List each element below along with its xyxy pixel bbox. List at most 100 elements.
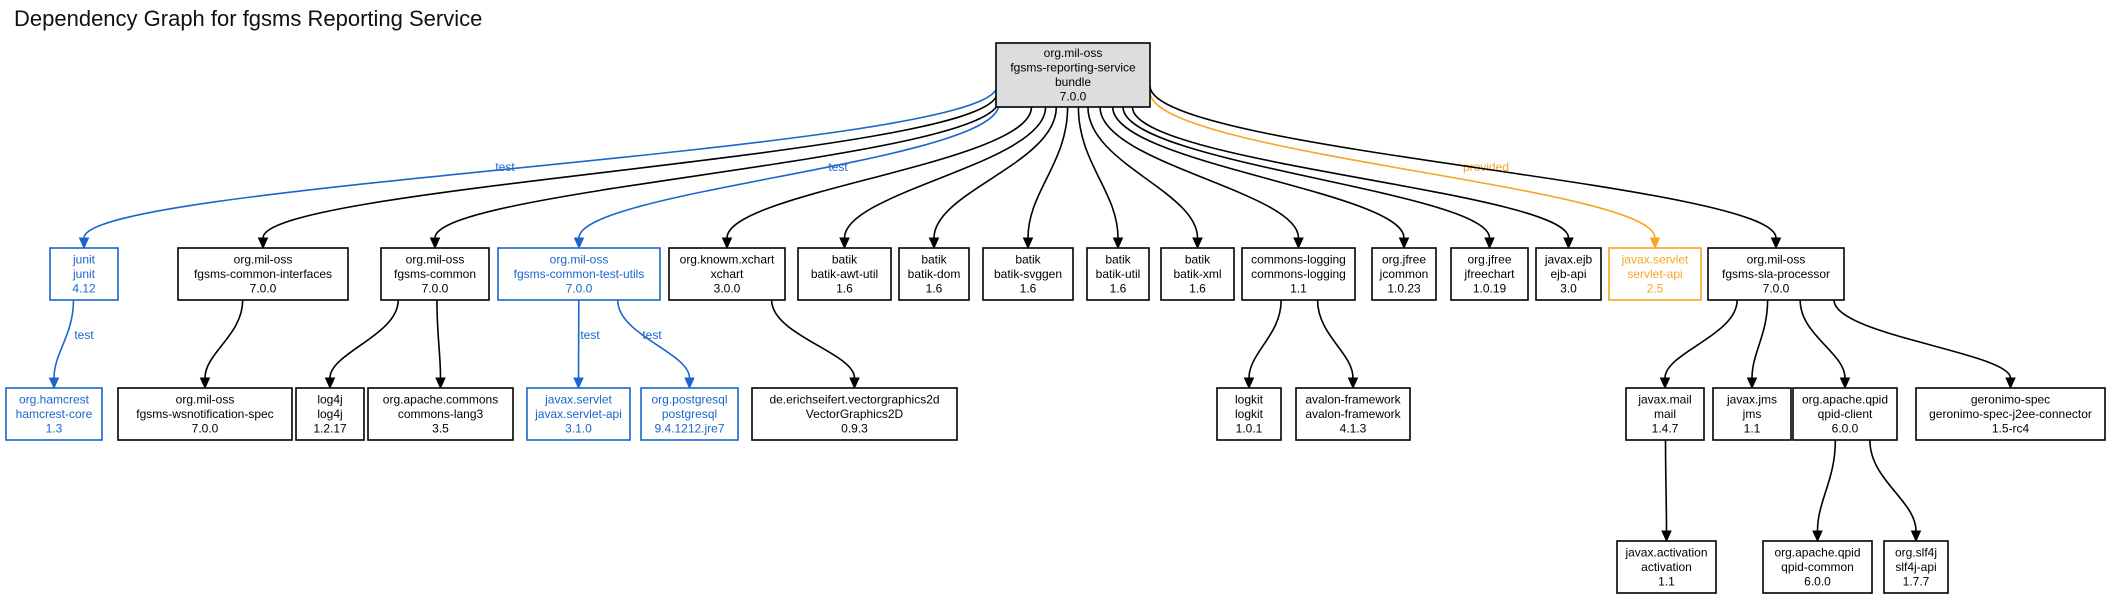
edge-root-to-jfreechart — [1122, 106, 1495, 250]
node-label-line: 0.9.3 — [841, 421, 868, 435]
node-box — [982, 247, 1074, 301]
node-box — [49, 247, 119, 301]
edge-root-to-ejb — [1131, 106, 1574, 250]
edge-line — [1131, 106, 1570, 239]
edge-root-to-butil — [1077, 106, 1124, 250]
node-label-line: 1.1 — [1290, 281, 1307, 295]
node-label-line: commons-lang3 — [398, 407, 484, 421]
node-label-line: log4j — [317, 407, 342, 421]
edge-arrowhead — [1347, 377, 1359, 390]
edge-arrowhead — [1398, 237, 1410, 250]
edge-line — [1316, 299, 1354, 379]
node-label-line: xchart — [711, 267, 744, 281]
node-label-line: 1.6 — [1189, 281, 1206, 295]
node-label-line: 4.12 — [72, 281, 96, 295]
node-label-line: 4.1.3 — [1340, 421, 1367, 435]
node-geronimo: geronimo-specgeronimo-spec-j2ee-connecto… — [1915, 387, 2106, 441]
node-label-line: 7.0.0 — [422, 281, 449, 295]
edge-xchart-to-vg2d — [770, 299, 860, 390]
node-label-line: org.mil-oss — [1044, 46, 1103, 60]
edge-root-to-junit: test — [78, 85, 998, 250]
edge-root-to-bxml — [1087, 106, 1203, 250]
node-box — [1450, 247, 1529, 301]
node-label-line: jcommon — [1379, 267, 1429, 281]
node-box — [797, 247, 892, 301]
node-box — [1160, 247, 1235, 301]
node-wsnotif: org.mil-ossfgsms-wsnotification-spec7.0.… — [117, 387, 293, 441]
node-label-line: 3.5 — [432, 421, 449, 435]
node-label-line: geronimo-spec — [1971, 392, 2050, 406]
edge-line — [1816, 439, 1837, 532]
node-label-line: org.apache.qpid — [1774, 545, 1860, 559]
edge-clog-to-logkit — [1243, 299, 1282, 390]
edge-testutils-to-servlet31: test — [573, 299, 600, 390]
node-label-line: 7.0.0 — [192, 421, 219, 435]
node-label-line: org.mil-oss — [406, 252, 465, 266]
edge-arrowhead — [1484, 237, 1495, 250]
edge-line — [1077, 106, 1119, 239]
node-label-line: qpid-common — [1781, 560, 1854, 574]
edge-line — [1248, 299, 1282, 379]
node-label-line: 1.0.1 — [1236, 421, 1263, 435]
edge-line — [770, 299, 856, 379]
edge-arrowhead — [1659, 377, 1671, 390]
edge-root-to-clog — [1099, 106, 1304, 250]
node-label-line: avalon-framework — [1305, 407, 1401, 421]
node-label-line: javax.ejb — [1544, 252, 1593, 266]
edge-arrowhead — [1910, 530, 1922, 543]
node-label-line: qpid-client — [1818, 407, 1873, 421]
node-label-line: batik-dom — [908, 267, 961, 281]
edge-line — [329, 299, 400, 379]
node-label-line: javax.activation — [1624, 545, 1707, 559]
edge-arrowhead — [1746, 377, 1758, 390]
node-box — [1295, 387, 1411, 441]
edge-arrowhead — [257, 237, 269, 250]
node-label-line: javax.servlet-api — [534, 407, 622, 421]
edge-arrowhead — [1812, 530, 1823, 543]
page-title: Dependency Graph for fgsms Reporting Ser… — [14, 6, 483, 31]
node-box — [995, 42, 1151, 108]
node-box — [751, 387, 958, 441]
node-box — [1608, 247, 1702, 301]
edge-line — [83, 85, 998, 239]
node-box — [117, 387, 293, 441]
node-label-line: batik — [832, 252, 858, 266]
node-label-line: geronimo-spec-j2ee-connector — [1929, 407, 2092, 421]
edge-arrowhead — [48, 377, 60, 390]
edge-arrowhead — [1661, 530, 1672, 543]
edge-line — [1087, 106, 1199, 239]
edge-common-to-log4j — [324, 299, 400, 390]
edge-arrowhead — [324, 377, 336, 390]
node-box — [1086, 247, 1150, 301]
node-label-line: log4j — [317, 392, 342, 406]
edge-common-to-lang3 — [435, 299, 446, 390]
node-box — [497, 247, 661, 301]
edge-arrowhead — [2005, 377, 2016, 390]
node-label-line: 1.6 — [926, 281, 943, 295]
node-box — [640, 387, 739, 441]
edge-line — [1111, 106, 1405, 239]
node-label-line: servlet-api — [1627, 267, 1682, 281]
edge-arrowhead — [78, 237, 90, 250]
node-label-line: de.erichseifert.vectorgraphics2d — [769, 392, 939, 406]
edge-line — [1027, 106, 1069, 239]
edge-root-to-awtutil — [839, 106, 1047, 250]
node-label-line: org.mil-oss — [234, 252, 293, 266]
node-box — [1883, 540, 1949, 594]
edge-root-to-dom — [928, 106, 1058, 250]
node-label-line: 1.3 — [46, 421, 63, 435]
edge-line — [204, 299, 244, 379]
node-box — [668, 247, 786, 301]
